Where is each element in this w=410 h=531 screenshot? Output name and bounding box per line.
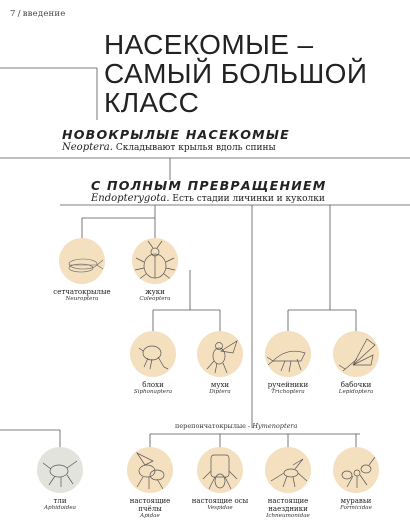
order-name: настоящие осы [191,497,249,505]
order-latin: Aphidoidea [44,505,76,511]
neoptera-latin: Neoptera. [62,142,113,153]
wasp-icon [197,447,243,493]
order-aphidoidea: тли Aphidoidea [30,447,90,512]
order-lepidoptera: бабочки Lepidoptera [326,331,386,396]
order-trichoptera: ручейники Trichoptera [258,331,318,396]
order-latin: Trichoptera [271,389,305,395]
neoptera-heading: НОВОКРЫЛЫЕ НАСЕКОМЫЕ [62,127,290,142]
lacewing-icon [59,238,105,284]
page-header: 7/введение [10,9,66,19]
endopterygota-desc: Есть стадии личинки и куколки [172,194,325,204]
order-name: блохи [142,381,164,389]
order-name: муравьи [340,497,372,505]
endopterygota-heading: С ПОЛНЫМ ПРЕВРАЩЕНИЕМ [91,178,327,193]
ichneumon-icon [265,447,311,493]
order-name: ручейники [267,381,309,389]
order-formicidae: муравьи Formicidae [326,447,386,512]
order-coleoptera: жуки Coleoptera [125,238,185,303]
title-line-1: НАСЕКОМЫЕ – [104,29,314,60]
order-latin: Siphonaptera [133,389,173,395]
hymenoptera-label: перепончатокрылые - Hymenoptera [175,422,297,430]
endopterygota-description: Endopterygota. Есть стадии личинки и кук… [91,193,325,204]
order-neuroptera: сетчатокрылые Neuroptera [52,238,112,303]
title-line-2: САМЫЙ БОЛЬШОЙ [104,58,368,89]
order-latin: Lepidoptera [338,389,374,395]
order-name: сетчатокрылые [53,288,111,296]
order-latin: Diptera [209,389,231,395]
beetle-icon [132,238,178,284]
order-name: бабочки [340,381,372,389]
page-separator: / [17,9,21,19]
order-name: настоящие пчёлы [129,497,171,513]
bee-icon [127,447,173,493]
title-line-3: КЛАСС [104,87,200,118]
order-latin: Vespidae [207,505,233,511]
order-siphonaptera: блохи Siphonaptera [123,331,183,396]
order-latin: Coleoptera [139,296,171,302]
page-number: 7 [10,9,16,19]
flea-icon [130,331,176,377]
caddisfly-icon [265,331,311,377]
order-apidae: настоящие пчёлы Apidae [120,447,180,520]
section-name: введение [22,9,66,19]
aphid-icon [37,447,83,493]
page-title: НАСЕКОМЫЕ – САМЫЙ БОЛЬШОЙ КЛАСС [104,30,404,117]
butterfly-icon [333,331,379,377]
order-diptera: мухи Diptera [190,331,250,396]
order-name: мухи [210,381,230,389]
fly-icon [197,331,243,377]
neoptera-desc: Складывают крылья вдоль спины [115,143,276,153]
order-latin: Formicidae [340,505,372,511]
ant-icon [333,447,379,493]
order-name: настоящие наездники [267,497,309,513]
neoptera-description: Neoptera. Складывают крылья вдоль спины [62,142,276,153]
order-vespidae: настоящие осы Vespidae [190,447,250,512]
hymenoptera-name: перепончатокрылые - [175,422,251,430]
order-latin: Ichneumonidae [266,513,310,519]
order-latin: Apidae [140,513,160,519]
hymenoptera-latin: Hymenoptera [252,422,298,430]
order-ichneumonidae: настоящие наездники Ichneumonidae [258,447,318,520]
endopterygota-latin: Endopterygota. [91,193,170,204]
order-latin: Neuroptera [65,296,99,302]
order-name: жуки [145,288,165,296]
order-name: тли [53,497,67,505]
